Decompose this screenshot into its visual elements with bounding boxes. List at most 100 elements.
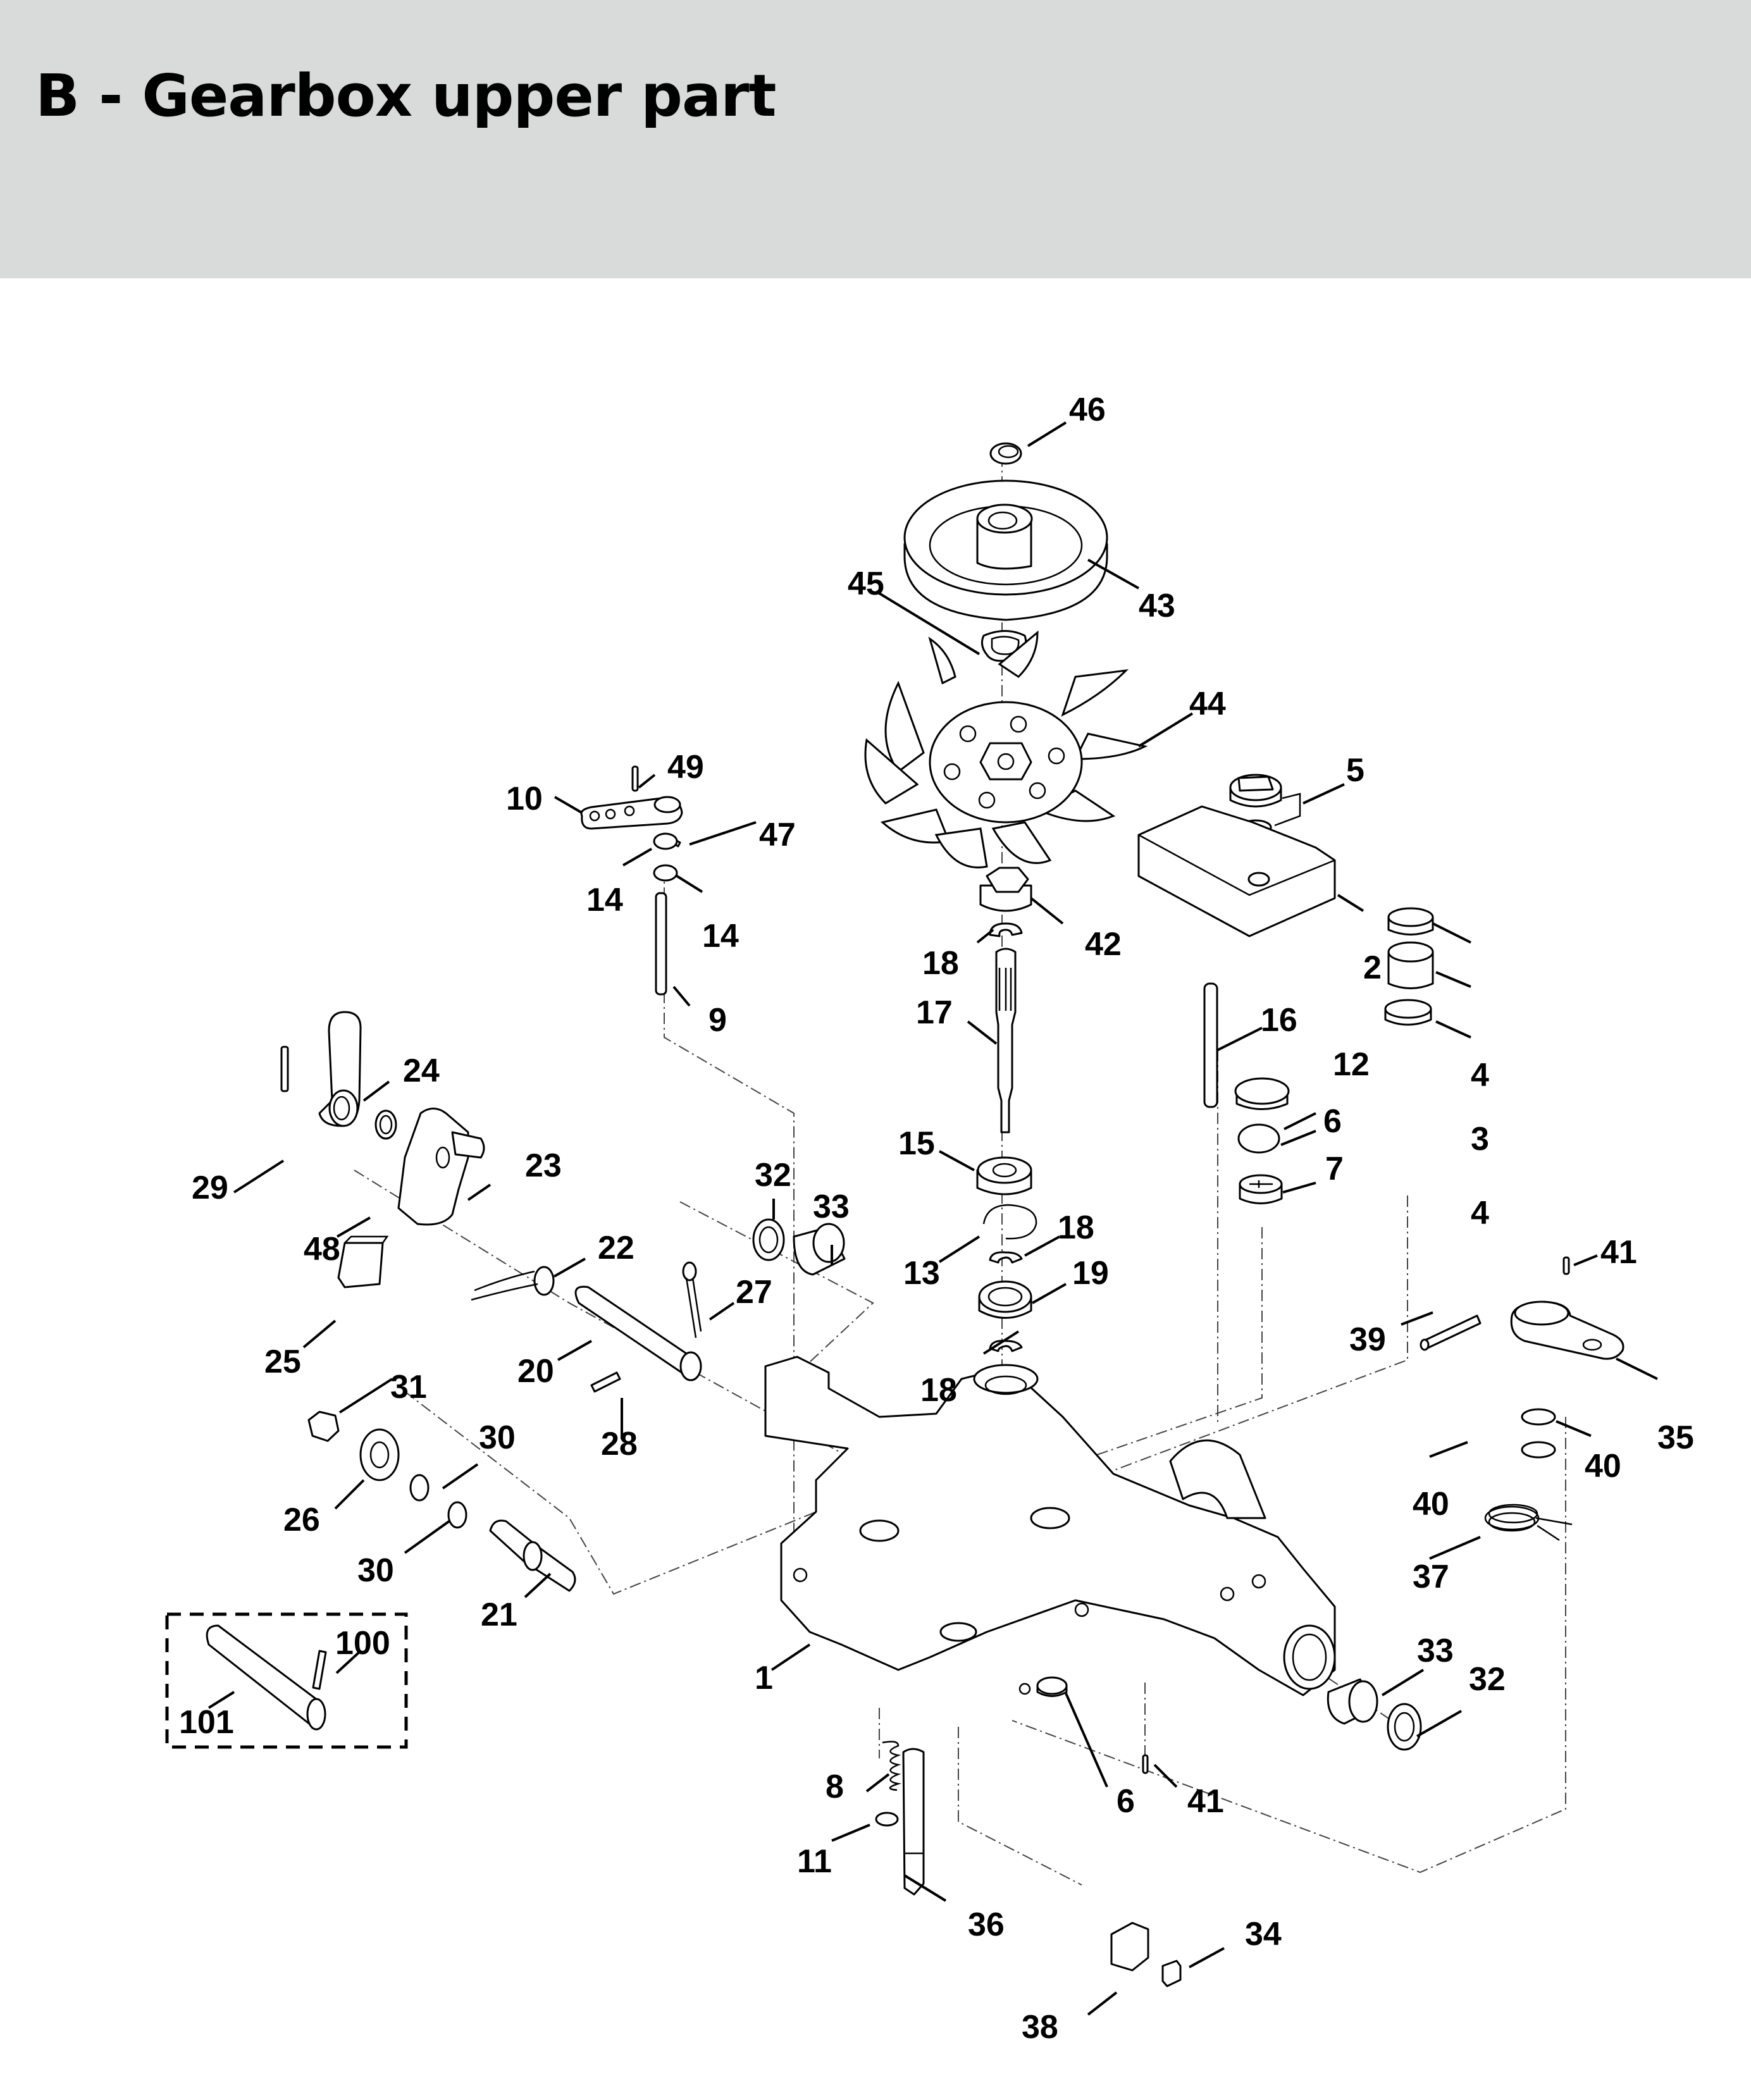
callout-30-lower[interactable]: 30 xyxy=(357,1552,394,1589)
part-27-cotter-pin[interactable] xyxy=(682,1261,702,1338)
part-16-tube[interactable] xyxy=(1203,982,1218,1108)
part-14-o-ring-lower[interactable] xyxy=(653,864,678,882)
part-3-hose[interactable] xyxy=(1387,941,1434,989)
callout-22[interactable]: 22 xyxy=(598,1230,634,1266)
part-43-pulley[interactable] xyxy=(903,479,1108,621)
part-32-seal-lower[interactable] xyxy=(1387,1703,1422,1751)
callout-43[interactable]: 43 xyxy=(1139,588,1175,624)
part-29-roll-pin[interactable] xyxy=(280,1046,289,1092)
callout-9[interactable]: 9 xyxy=(708,1002,727,1039)
callout-39[interactable]: 39 xyxy=(1349,1321,1386,1358)
callout-28[interactable]: 28 xyxy=(601,1426,638,1462)
callout-20[interactable]: 20 xyxy=(517,1353,554,1390)
callout-1[interactable]: 1 xyxy=(755,1660,773,1696)
callout-18-lower[interactable]: 18 xyxy=(920,1372,957,1409)
callout-23[interactable]: 23 xyxy=(525,1147,562,1184)
part-44-fan[interactable] xyxy=(864,630,1148,868)
part-30-o-ring-lower[interactable] xyxy=(447,1501,467,1529)
callout-45[interactable]: 45 xyxy=(848,565,884,602)
callout-40-lower[interactable]: 40 xyxy=(1413,1486,1449,1522)
callout-46[interactable]: 46 xyxy=(1069,392,1106,428)
part-18-e-clip-middle[interactable] xyxy=(989,1251,1023,1264)
part-23-cam[interactable] xyxy=(397,1108,485,1226)
part-26-washer[interactable] xyxy=(359,1428,400,1481)
part-14-o-ring-upper[interactable] xyxy=(653,832,678,850)
callout-6-upper[interactable]: 6 xyxy=(1323,1103,1342,1140)
part-13-snap-ring[interactable] xyxy=(982,1204,1037,1240)
callout-32-lower[interactable]: 32 xyxy=(1469,1661,1506,1698)
callout-33-upper[interactable]: 33 xyxy=(813,1189,850,1225)
callout-19[interactable]: 19 xyxy=(1072,1255,1109,1292)
part-28-roll-pin[interactable] xyxy=(590,1371,621,1393)
callout-31[interactable]: 31 xyxy=(390,1369,427,1405)
callout-6-lower[interactable]: 6 xyxy=(1117,1783,1135,1820)
part-30-o-ring-upper[interactable] xyxy=(409,1474,430,1502)
part-41-pin-lower[interactable] xyxy=(1142,1754,1149,1774)
callout-24[interactable]: 24 xyxy=(403,1053,440,1089)
callout-4-upper[interactable]: 4 xyxy=(1471,1057,1489,1094)
part-46-retaining-ring[interactable] xyxy=(989,442,1022,465)
part-19-bearing[interactable] xyxy=(978,1280,1032,1319)
callout-11[interactable]: 11 xyxy=(797,1843,832,1880)
part-6-filter[interactable] xyxy=(1237,1123,1280,1154)
part-33-bushing-upper[interactable] xyxy=(793,1223,846,1276)
part-41-pin-upper[interactable] xyxy=(1562,1256,1570,1275)
part-15-seal[interactable] xyxy=(976,1156,1032,1195)
part-25-block[interactable] xyxy=(337,1235,389,1288)
callout-16[interactable]: 16 xyxy=(1261,1002,1297,1039)
part-8-spring[interactable] xyxy=(882,1741,901,1791)
callout-34[interactable]: 34 xyxy=(1245,1916,1282,1953)
callout-15[interactable]: 15 xyxy=(898,1125,935,1162)
part-37-spring[interactable] xyxy=(1484,1504,1573,1541)
callout-30-upper[interactable]: 30 xyxy=(479,1419,516,1456)
part-38-block[interactable] xyxy=(1110,1922,1149,1972)
callout-27[interactable]: 27 xyxy=(736,1274,772,1311)
part-31-nut[interactable] xyxy=(307,1411,340,1442)
part-40-washer-upper[interactable] xyxy=(1521,1408,1556,1426)
part-48-seal[interactable] xyxy=(374,1109,397,1140)
callout-21[interactable]: 21 xyxy=(481,1597,517,1633)
part-49-pin[interactable] xyxy=(631,765,639,792)
callout-3[interactable]: 3 xyxy=(1471,1121,1489,1158)
callout-32-upper[interactable]: 32 xyxy=(755,1157,791,1194)
callout-18-middle[interactable]: 18 xyxy=(1058,1209,1094,1246)
callout-49[interactable]: 49 xyxy=(667,749,704,786)
part-35-arm[interactable] xyxy=(1510,1300,1624,1360)
part-2-expansion-tank[interactable] xyxy=(1137,805,1336,937)
callout-17[interactable]: 17 xyxy=(916,994,953,1031)
callout-14-lower[interactable]: 14 xyxy=(702,918,739,954)
part-24-control-arm[interactable] xyxy=(318,1011,362,1127)
callout-42[interactable]: 42 xyxy=(1085,926,1122,963)
part-34-block[interactable] xyxy=(1161,1960,1182,1987)
part-12-cap[interactable] xyxy=(1234,1077,1290,1110)
part-20-shaft[interactable] xyxy=(574,1285,702,1381)
callout-26[interactable]: 26 xyxy=(283,1502,320,1538)
part-1-housing[interactable] xyxy=(764,1356,1336,1696)
part-17-input-shaft[interactable] xyxy=(995,948,1017,1133)
callout-2[interactable]: 2 xyxy=(1363,949,1382,986)
callout-38[interactable]: 38 xyxy=(1022,2009,1058,2046)
callout-18-upper[interactable]: 18 xyxy=(922,945,959,982)
callout-29[interactable]: 29 xyxy=(192,1170,228,1206)
part-39-roll-pin[interactable] xyxy=(1420,1314,1482,1351)
callout-41-lower[interactable]: 41 xyxy=(1187,1783,1224,1820)
part-10-lever-arm[interactable] xyxy=(580,796,683,830)
part-101-shaft[interactable] xyxy=(206,1624,326,1731)
part-11-clamp[interactable] xyxy=(875,1812,899,1827)
callout-7[interactable]: 7 xyxy=(1325,1151,1344,1187)
part-33-bushing-lower[interactable] xyxy=(1327,1678,1378,1725)
part-9-shaft[interactable] xyxy=(655,892,667,996)
callout-41-upper[interactable]: 41 xyxy=(1600,1234,1637,1271)
callout-37[interactable]: 37 xyxy=(1413,1559,1449,1595)
callout-10[interactable]: 10 xyxy=(506,781,543,817)
callout-12[interactable]: 12 xyxy=(1333,1046,1370,1083)
part-32-seal-upper[interactable] xyxy=(752,1218,785,1261)
part-6-cap-lower[interactable] xyxy=(1036,1676,1068,1697)
callout-5[interactable]: 5 xyxy=(1346,752,1364,789)
part-40-washer-lower[interactable] xyxy=(1521,1441,1556,1459)
part-36-shaft[interactable] xyxy=(902,1748,925,1896)
part-22-spring[interactable] xyxy=(471,1266,555,1301)
part-42-nut[interactable] xyxy=(979,867,1032,912)
callout-47[interactable]: 47 xyxy=(759,817,796,853)
callout-13[interactable]: 13 xyxy=(903,1255,940,1292)
